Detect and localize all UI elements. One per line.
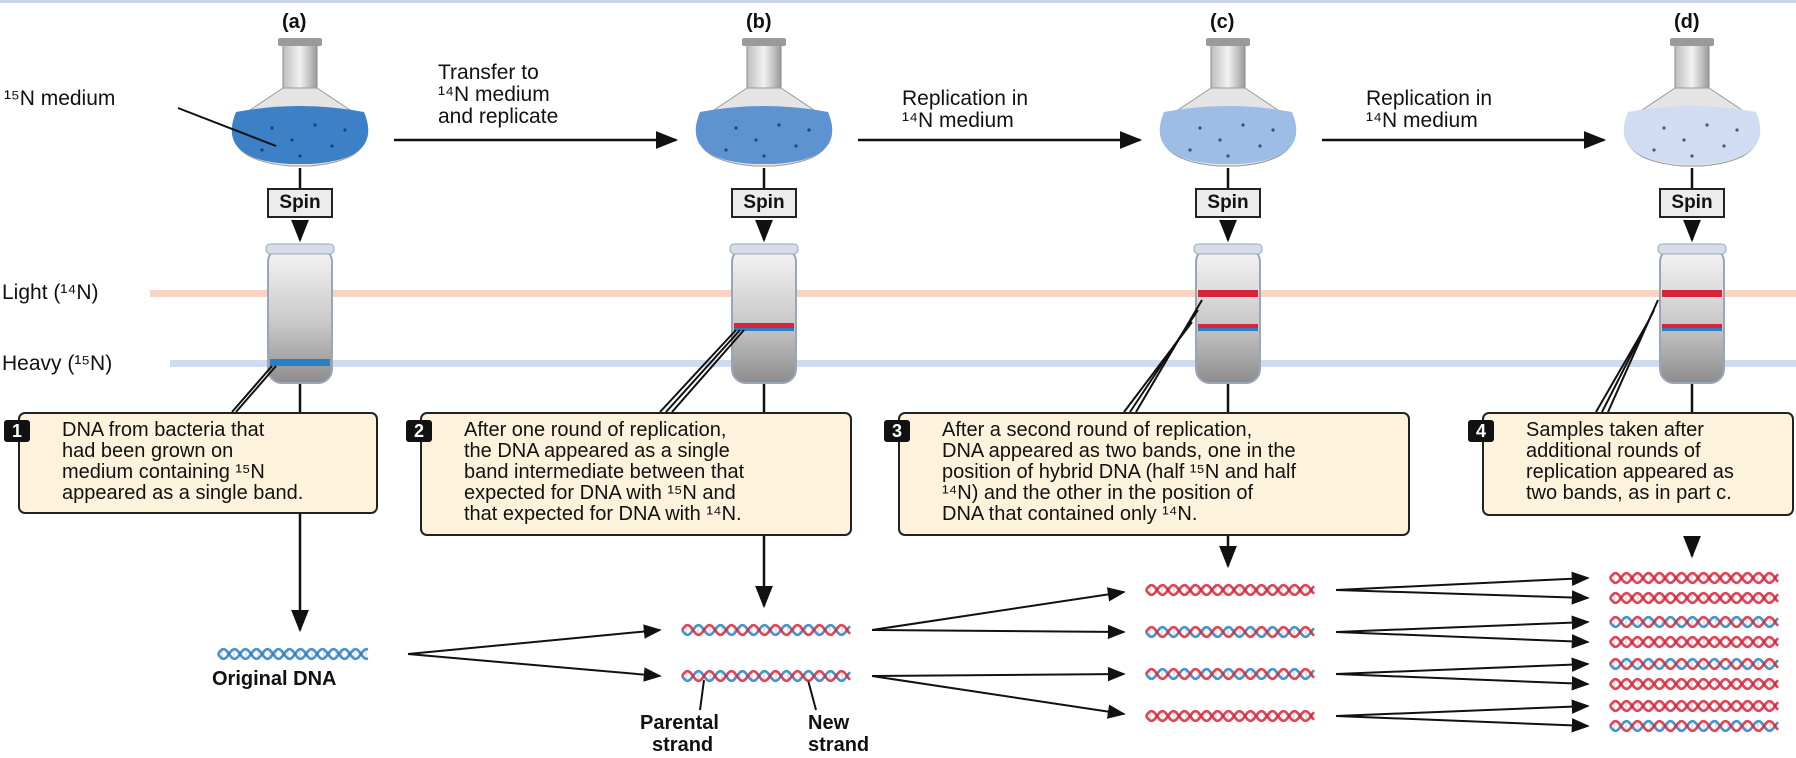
step-number-2: 2 [406, 420, 432, 442]
spin-button-c: Spin [1195, 188, 1261, 218]
step-number-3: 3 [884, 420, 910, 442]
flask-b [695, 38, 833, 167]
step-number-1: 1 [4, 420, 30, 442]
step-number-4: 4 [1468, 420, 1494, 442]
new-strand-pointer [807, 679, 817, 711]
panel-label-b: (b) [746, 11, 772, 33]
tube-c [1193, 243, 1263, 384]
band-pointers [231, 299, 1659, 413]
flask-a [231, 38, 369, 167]
flask-d [1623, 38, 1761, 167]
parental-strand-pointer [699, 679, 705, 711]
dna-gen3-6 [1608, 677, 1779, 691]
spin-button-d: Spin [1659, 188, 1725, 218]
heavy-label: Heavy (¹⁵N) [2, 353, 117, 375]
step-text-1: DNA from bacteria that had been grown on… [62, 419, 304, 504]
tube-box-connectors [298, 384, 1694, 412]
transfer-label-line3: and replicate [438, 105, 559, 128]
transfer-label-line2: ¹⁴N medium [438, 83, 550, 106]
replication-c-line1: Replication in [902, 87, 1029, 110]
flask-c [1159, 38, 1297, 167]
panel-label-c: (c) [1210, 11, 1235, 33]
dna-original [216, 647, 369, 661]
replication-d-line1: Replication in [1366, 87, 1493, 110]
parental-strand-label-line1: Parental [640, 712, 719, 734]
dna-gen2-a [1144, 583, 1315, 597]
medium-pointer [177, 107, 277, 147]
step-box-3: 3 After a second round of replication, D… [884, 412, 1410, 536]
transfer-label-line1: Transfer to [438, 61, 539, 84]
dna-gen3-3 [1608, 615, 1779, 629]
dna-gen2-c [1144, 667, 1315, 681]
dna-gen3-8 [1608, 719, 1779, 733]
top-border [0, 0, 1796, 3]
flask-particles [260, 123, 1739, 158]
dna-gen3-2 [1608, 591, 1779, 605]
tube-a [265, 243, 335, 384]
dna-gen3-1 [1608, 571, 1779, 585]
panel-label-a: (a) [282, 11, 307, 33]
step-box-2: 2 After one round of replication, the DN… [406, 412, 852, 536]
dna-gen1-a [680, 623, 851, 637]
dna-gen1-b [680, 669, 851, 683]
branch-arrows [407, 571, 1590, 733]
replication-c-line2: ¹⁴N medium [902, 109, 1014, 132]
spin-button-a: Spin [267, 188, 333, 218]
new-strand-label-line2: strand [808, 734, 870, 756]
light-label: Light (¹⁴N) [2, 282, 103, 304]
panel-label-d: (d) [1674, 11, 1700, 33]
dna-helices [216, 571, 1779, 733]
dna-gen3-4 [1608, 635, 1779, 649]
replication-d-line2: ¹⁴N medium [1366, 109, 1478, 132]
light-density-line [150, 290, 1796, 297]
original-dna-label: Original DNA [212, 668, 337, 690]
box-dna-arrows [291, 514, 1701, 633]
step-box-4: 4 Samples taken after additional rounds … [1468, 412, 1794, 516]
dna-gen3-5 [1608, 657, 1779, 671]
step-text-4: Samples taken after additional rounds of… [1526, 419, 1734, 504]
spin-connectors [291, 168, 1701, 243]
dna-gen3-7 [1608, 699, 1779, 713]
dna-gen2-b [1144, 625, 1315, 639]
step-text-2: After one round of replication, the DNA … [464, 419, 745, 525]
new-strand-label-line1: New [808, 712, 850, 734]
heavy-density-line [170, 360, 1796, 367]
parental-strand-label-line2: strand [652, 734, 714, 756]
step-text-3: After a second round of replication, DNA… [942, 419, 1297, 525]
dna-gen2-d [1144, 709, 1315, 723]
medium-label: ¹⁵N medium [4, 87, 116, 110]
tube-b [729, 243, 799, 384]
spin-button-b: Spin [731, 188, 797, 218]
tube-d [1657, 243, 1727, 384]
step-box-1: 1 DNA from bacteria that had been grown … [4, 412, 378, 514]
